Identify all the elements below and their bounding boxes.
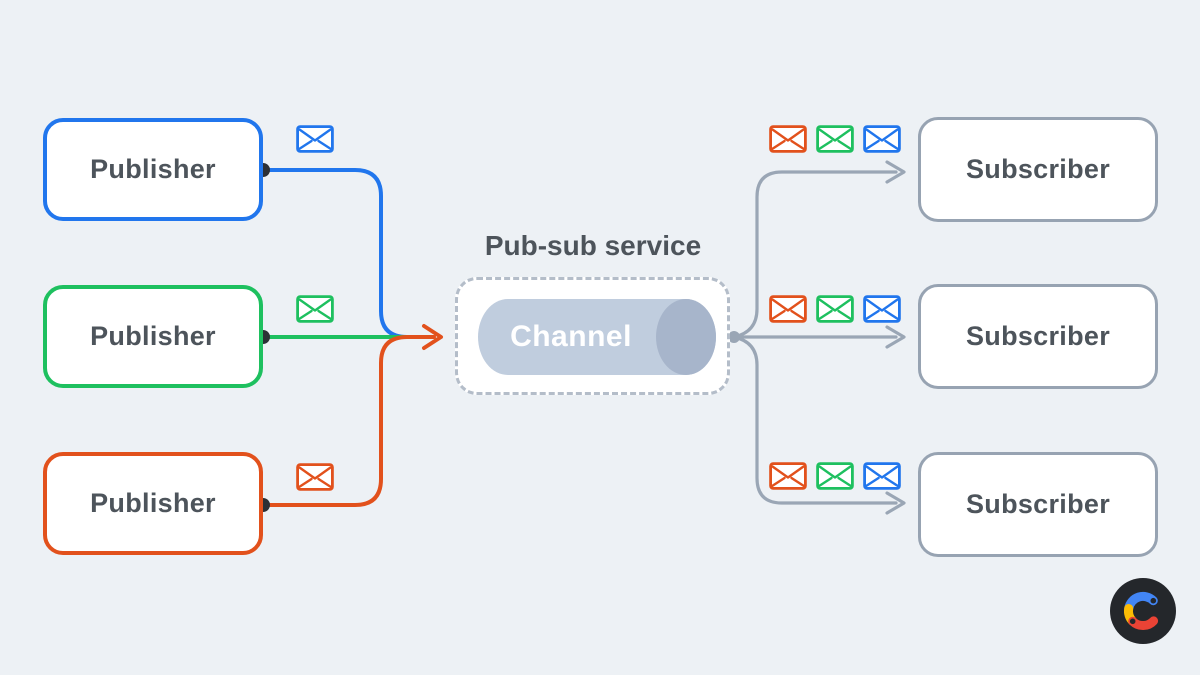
logo-circle <box>1110 578 1176 644</box>
envelope-blue-icon <box>863 125 901 153</box>
connector-subscriber3-gray <box>732 335 898 505</box>
connector-publisher1-blue <box>261 168 409 339</box>
publisher-label: Publisher <box>90 321 216 351</box>
arrowhead-subscriber3 <box>885 491 906 515</box>
envelope-blue-icon <box>863 295 901 323</box>
envelope-green-icon <box>816 125 854 153</box>
publisher-box-2: Publisher <box>43 285 263 388</box>
envelope-orange-icon <box>769 125 807 153</box>
envelope-green-icon <box>816 462 854 490</box>
arrowhead-subscriber2 <box>885 325 906 349</box>
channel-label: Channel <box>510 320 632 353</box>
logo-dot <box>1129 618 1136 625</box>
envelope-orange-icon <box>769 295 807 323</box>
subscriber-box-2: Subscriber <box>918 284 1158 389</box>
envelope-orange-icon <box>769 462 807 490</box>
publisher-box-1: Publisher <box>43 118 263 221</box>
channel-fanout-dot <box>728 331 740 343</box>
subscriber-box-1: Subscriber <box>918 117 1158 222</box>
envelope-blue-icon <box>863 462 901 490</box>
publisher-box-3: Publisher <box>43 452 263 555</box>
cylinder-end-cap <box>656 299 716 375</box>
logo-arc-red <box>1128 616 1159 631</box>
envelope-orange-icon <box>296 463 334 491</box>
envelope-green-icon <box>816 295 854 323</box>
logo-dot <box>1150 597 1157 604</box>
envelope-green-icon <box>296 295 334 323</box>
connector-subscriber1-gray <box>732 170 898 339</box>
subscriber-box-3: Subscriber <box>918 452 1158 557</box>
brand-c-logo <box>1110 578 1176 644</box>
envelope-blue-icon <box>296 125 334 153</box>
pubsub-service-title: Pub-sub service <box>484 230 702 261</box>
publisher-label: Publisher <box>90 154 216 184</box>
connector-publisher3-orange <box>261 335 436 507</box>
arrowhead-subscriber1 <box>885 160 906 184</box>
subscriber-label: Subscriber <box>965 489 1111 519</box>
subscriber-label: Subscriber <box>965 321 1111 351</box>
arrowhead-into-channel <box>422 324 443 350</box>
publisher-label: Publisher <box>90 488 216 518</box>
channel-cylinder <box>478 299 716 375</box>
subscriber-label: Subscriber <box>965 154 1111 184</box>
